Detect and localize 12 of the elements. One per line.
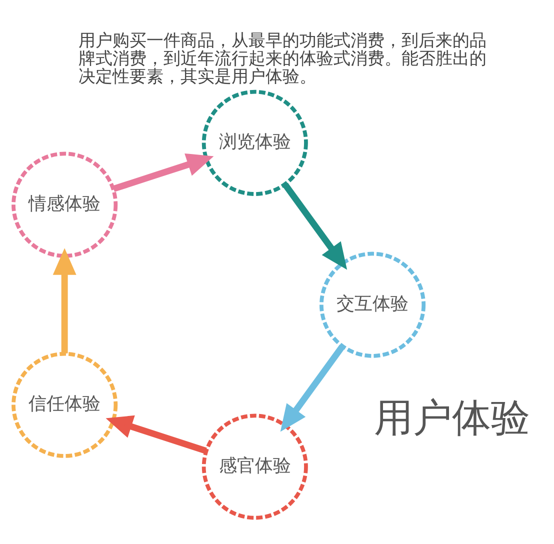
arrow (52, 248, 76, 353)
node-circle: 感官体验 (202, 413, 308, 520)
node-circle: 情感体验 (12, 151, 118, 258)
arrow (106, 414, 207, 454)
arrow (280, 344, 345, 432)
node-circle: 信任体验 (12, 351, 118, 458)
arrow (112, 152, 214, 192)
node-circle: 浏览体验 (202, 89, 308, 196)
node-text: 用户体验 (374, 395, 530, 440)
node-circle: 交互体验 (320, 251, 426, 358)
arrow (282, 182, 348, 270)
diagram-title: 用户购买一件商品，从最早的功能式消费，到后来的品牌式消费，到近年流行起来的体验式消费。能否胜出的决定性要素，其实是用户体验。 (78, 29, 486, 86)
